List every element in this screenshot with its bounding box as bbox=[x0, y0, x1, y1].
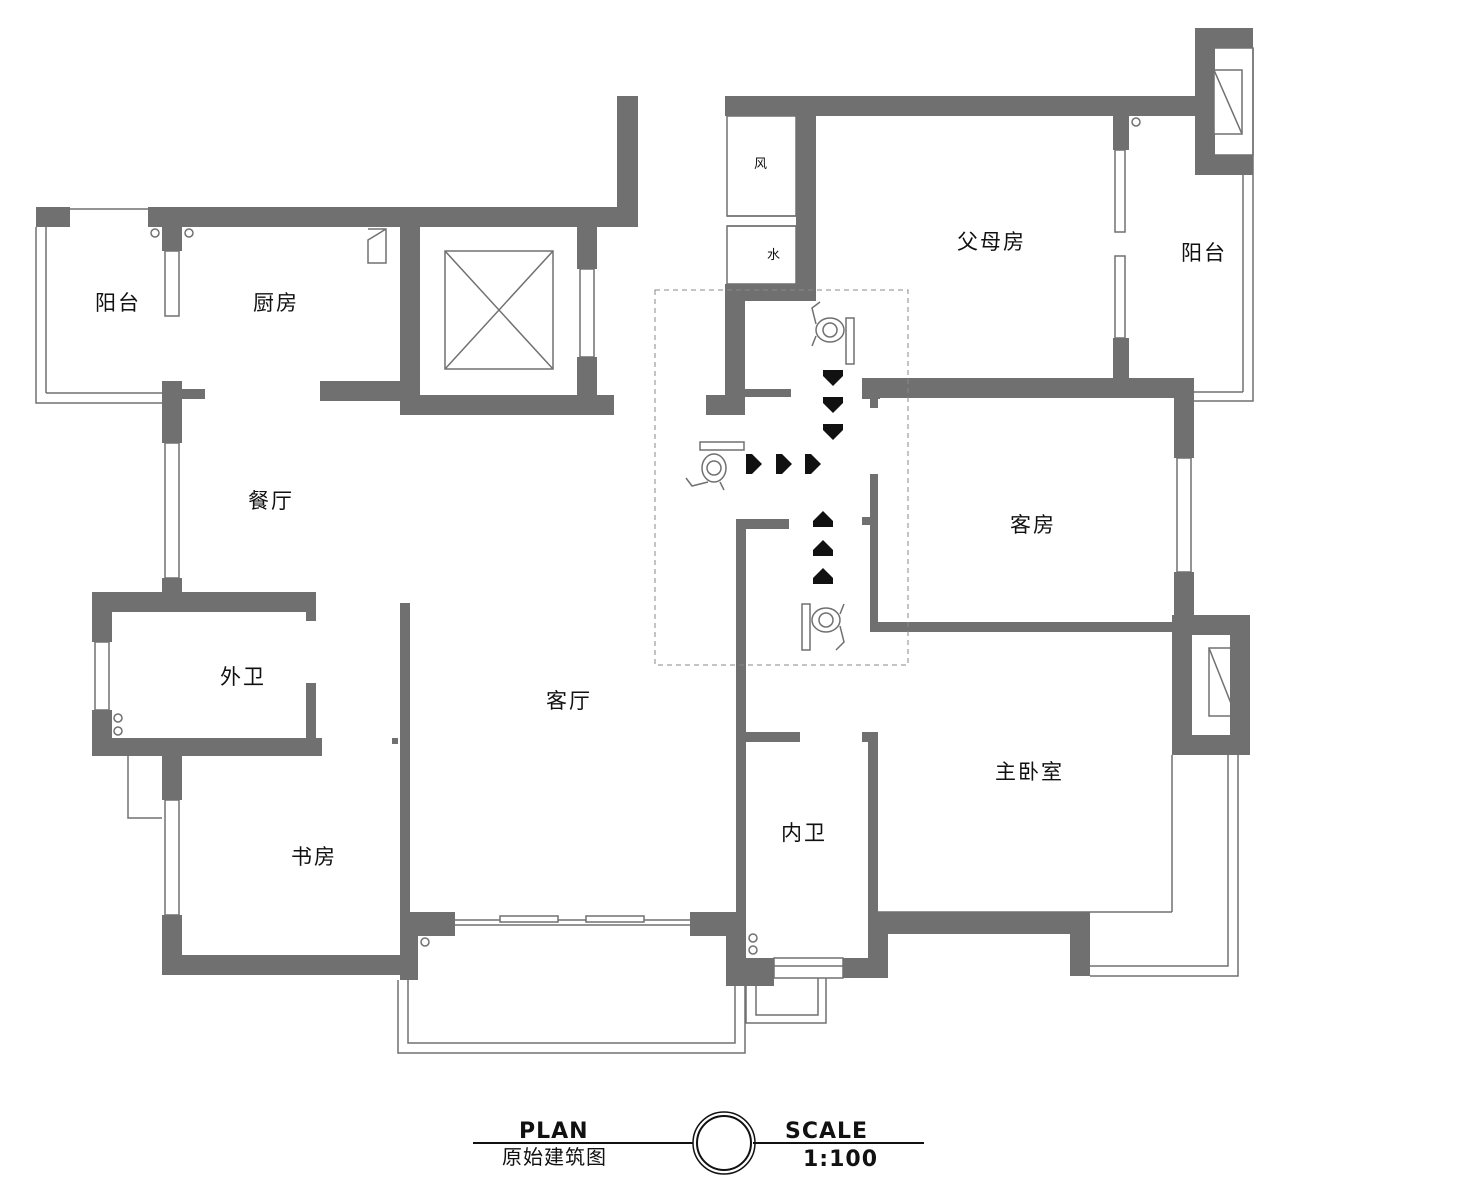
west-outlines bbox=[35, 208, 595, 916]
person-figure-bottom bbox=[801, 603, 845, 651]
arrows-down bbox=[823, 370, 843, 440]
room-label-balcony-west: 阳台 bbox=[95, 291, 141, 315]
room-label-balcony-east: 阳台 bbox=[1181, 241, 1227, 265]
title-block: PLAN 原始建筑图 SCALE 1:100 bbox=[473, 1111, 924, 1175]
shaft-label-air: 风 bbox=[754, 157, 767, 172]
south-balcony bbox=[397, 915, 746, 1054]
scale-label: SCALE bbox=[785, 1119, 868, 1144]
shaft-label-water: 水 bbox=[767, 248, 780, 263]
elevator-shaft bbox=[444, 250, 554, 370]
floor-drain-markers bbox=[113, 117, 1141, 955]
arrows-up bbox=[813, 511, 833, 584]
room-label-guest-room: 客房 bbox=[1010, 513, 1056, 537]
room-label-master-bedroom: 主卧室 bbox=[995, 760, 1064, 784]
arrows-right bbox=[746, 454, 821, 474]
person-figure-top bbox=[811, 301, 855, 365]
room-label-guest-wc: 外卫 bbox=[220, 665, 266, 689]
room-label-study: 书房 bbox=[291, 845, 337, 869]
room-label-kitchen: 厨房 bbox=[253, 291, 299, 315]
east-outlines bbox=[726, 47, 1254, 1024]
scale-value: 1:100 bbox=[803, 1147, 878, 1172]
room-label-parents-room: 父母房 bbox=[957, 230, 1026, 254]
room-label-living: 客厅 bbox=[546, 689, 592, 713]
west-walls bbox=[36, 96, 638, 980]
room-label-dining: 餐厅 bbox=[248, 489, 294, 513]
plan-subtitle: 原始建筑图 bbox=[502, 1145, 607, 1169]
east-walls bbox=[690, 28, 1253, 986]
room-label-ensuite-wc: 内卫 bbox=[781, 821, 827, 845]
plan-label: PLAN bbox=[519, 1119, 589, 1144]
person-figure-left bbox=[685, 441, 745, 491]
circulation-zone bbox=[654, 289, 909, 666]
